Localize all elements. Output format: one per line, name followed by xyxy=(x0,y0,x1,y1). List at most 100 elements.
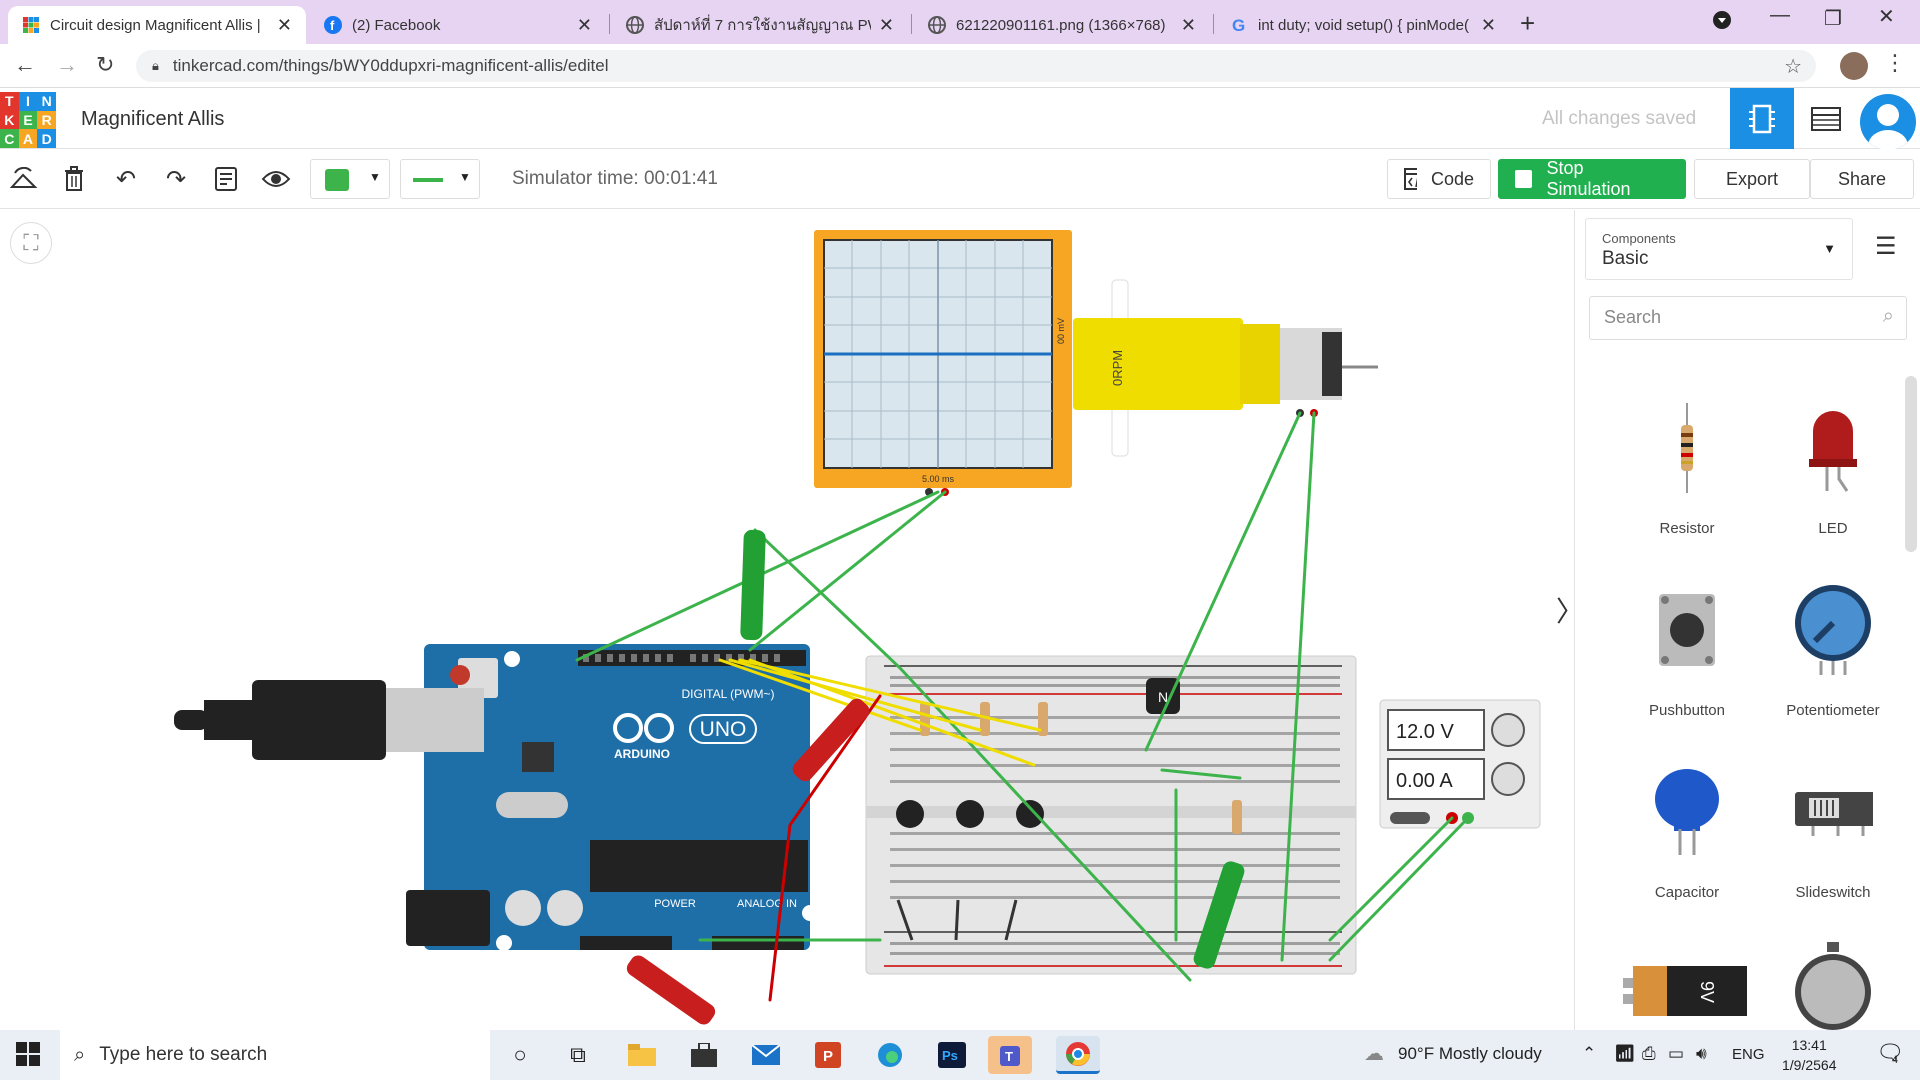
task-view-icon[interactable]: ⧉ xyxy=(570,1042,586,1067)
logo-letter: I xyxy=(18,92,38,111)
component-label: LED xyxy=(1818,520,1848,537)
browser-tab-tinkercad[interactable]: Circuit design Magnificent Allis | ✕ xyxy=(8,6,306,44)
weather-text[interactable]: 90°F Mostly cloudy xyxy=(1398,1044,1542,1063)
arduino-model: UNO xyxy=(700,718,747,741)
component-led[interactable]: LED xyxy=(1763,388,1903,558)
user-avatar[interactable] xyxy=(1860,94,1916,150)
component-capacitor[interactable]: Capacitor xyxy=(1617,752,1757,922)
component-list-view-button[interactable] xyxy=(1794,88,1858,149)
circuit-canvas[interactable]: ⛶ 5.00 ms 00 mV xyxy=(0,210,1574,1030)
component-pushbutton[interactable]: Pushbutton xyxy=(1617,570,1757,740)
undo-icon[interactable]: ↶ xyxy=(115,165,137,193)
browser-tab-facebook[interactable]: f (2) Facebook ✕ xyxy=(310,6,606,44)
component-potentiometer[interactable]: Potentiometer xyxy=(1763,570,1903,740)
component-slideswitch[interactable]: Slideswitch xyxy=(1763,752,1903,922)
bookmark-star-icon[interactable]: ☆ xyxy=(1784,55,1802,78)
browser-menu-icon[interactable]: ⋮ xyxy=(1884,50,1906,75)
visibility-icon[interactable] xyxy=(258,161,294,197)
logo-letter: A xyxy=(18,129,38,148)
edge-icon[interactable] xyxy=(868,1036,912,1074)
system-clock[interactable]: 13:41 1/9/2564 xyxy=(1782,1035,1837,1075)
reload-icon[interactable]: ↻ xyxy=(96,52,115,77)
restore-icon[interactable]: ❐ xyxy=(1824,8,1842,30)
resistors xyxy=(920,702,1242,834)
battery-icon[interactable]: ▭ xyxy=(1668,1044,1685,1063)
export-label: Export xyxy=(1725,168,1779,189)
power-supply[interactable]: 12.0 V 0.00 A xyxy=(1379,699,1541,829)
component-label: Slideswitch xyxy=(1795,884,1871,901)
chevron-down-icon: ▼ xyxy=(369,170,381,184)
stop-simulation-button[interactable]: Stop Simulation xyxy=(1498,158,1686,199)
photoshop-icon[interactable]: Ps xyxy=(930,1036,974,1074)
circuit-view-button[interactable] xyxy=(1730,88,1794,149)
design-title[interactable]: Magnificent Allis xyxy=(81,108,225,130)
browser-tab-png[interactable]: 621220901161.png (1366×768) ✕ xyxy=(914,6,1210,44)
power-label: POWER xyxy=(654,898,696,910)
usb-cable xyxy=(174,680,484,760)
panel-scrollbar[interactable] xyxy=(1905,376,1917,552)
color-picker[interactable]: ▼ xyxy=(310,159,390,199)
export-button[interactable]: Export xyxy=(1694,159,1810,199)
close-tab-icon[interactable]: ✕ xyxy=(1180,14,1196,35)
network-icon[interactable]: 📶︎ xyxy=(1614,1044,1636,1063)
arduino-uno[interactable]: DIGITAL (PWM~) ARDUINO UNO POWER ANALOG … xyxy=(406,644,818,951)
window-close-icon[interactable]: ✕ xyxy=(1878,6,1895,28)
dc-motor[interactable]: 0RPM xyxy=(1073,279,1378,457)
new-tab-icon[interactable]: + xyxy=(1520,8,1536,38)
minimize-icon[interactable]: — xyxy=(1770,4,1790,26)
meet-now-icon[interactable]: ⎙ xyxy=(1642,1044,1656,1063)
browser-profile-avatar[interactable] xyxy=(1840,52,1868,80)
editor-toolbar: ↶ ↷ ▼ ▼ Simulator time: 00:01:41 Code St… xyxy=(0,149,1920,209)
wire-type-picker[interactable]: ▼ xyxy=(400,159,480,199)
notes-icon[interactable] xyxy=(208,161,244,197)
list-view-icon[interactable]: ☰ xyxy=(1875,233,1897,260)
component-label: Capacitor xyxy=(1654,884,1720,901)
component-resistor[interactable]: Resistor xyxy=(1617,388,1757,558)
tinkercad-logo[interactable]: T I N K E R C A D xyxy=(0,92,56,148)
tab-search-icon[interactable] xyxy=(1712,10,1732,36)
svg-text:f: f xyxy=(330,18,335,33)
close-tab-icon[interactable]: ✕ xyxy=(1480,14,1496,35)
forward-icon[interactable]: → xyxy=(56,52,78,77)
fit-view-button[interactable]: ⛶ xyxy=(10,222,52,264)
oscilloscope[interactable]: 5.00 ms 00 mV xyxy=(814,230,1072,496)
components-search-input[interactable]: Search ⌕ xyxy=(1589,296,1907,340)
notifications-icon[interactable]: 🗨︎ xyxy=(1876,1040,1904,1065)
delete-icon[interactable] xyxy=(56,161,92,197)
chevron-up-icon[interactable]: ⌃ xyxy=(1582,1044,1597,1063)
capacitor-icon xyxy=(1647,752,1727,872)
logo-letter: N xyxy=(37,92,56,111)
component-coin-battery[interactable] xyxy=(1763,930,1903,1030)
teams-icon[interactable]: T xyxy=(988,1036,1032,1074)
supply-voltage: 12.0 V xyxy=(1396,721,1454,743)
components-category-select[interactable]: Components Basic ▼ xyxy=(1585,218,1853,280)
url-field[interactable]: 🔒︎ tinkercad.com/things/bWY0ddupxri-magn… xyxy=(136,50,1816,82)
cortana-icon[interactable]: ○ xyxy=(513,1042,527,1067)
logo-letter: D xyxy=(37,129,56,148)
back-icon[interactable]: ← xyxy=(14,52,36,77)
tab-separator xyxy=(609,14,610,34)
browser-tab-pwm[interactable]: สัปดาห์ที่ 7 การใช้งานสัญญาณ PWM ✕ xyxy=(612,6,908,44)
logo-letter: R xyxy=(37,110,56,130)
rotate-icon[interactable] xyxy=(6,161,42,197)
code-button[interactable]: Code xyxy=(1387,159,1491,199)
close-tab-icon[interactable]: ✕ xyxy=(276,14,292,35)
redo-icon[interactable]: ↷ xyxy=(165,165,187,193)
chevron-right-icon[interactable]: 〉 xyxy=(1556,590,1574,630)
input-language[interactable]: ENG xyxy=(1732,1046,1765,1063)
file-explorer-icon[interactable] xyxy=(620,1036,664,1074)
windows-start-icon[interactable] xyxy=(16,1042,40,1073)
close-tab-icon[interactable]: ✕ xyxy=(878,14,894,35)
share-button[interactable]: Share xyxy=(1810,159,1914,199)
close-tab-icon[interactable]: ✕ xyxy=(576,14,592,35)
volume-icon[interactable]: 🔊︎ xyxy=(1696,1044,1707,1063)
svg-text:T: T xyxy=(1005,1049,1013,1064)
chrome-icon[interactable] xyxy=(1056,1036,1100,1074)
notification-count: 4 xyxy=(1892,1054,1899,1066)
powerpoint-icon[interactable]: P xyxy=(806,1036,850,1074)
component-9v-battery[interactable]: 9V xyxy=(1603,930,1771,1030)
mail-icon[interactable] xyxy=(744,1036,788,1074)
browser-tab-google[interactable]: G int duty; void setup() { pinMode( ✕ xyxy=(1216,6,1510,44)
store-icon[interactable] xyxy=(682,1036,726,1074)
taskbar-search-input[interactable]: ⌕ Type here to search xyxy=(60,1030,490,1080)
